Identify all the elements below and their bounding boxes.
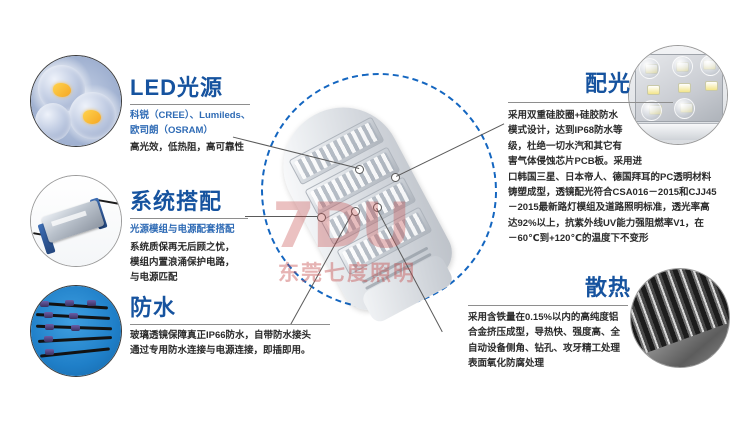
pcb-lens xyxy=(672,55,694,77)
feature-rule-waterproof xyxy=(130,324,330,325)
callout-dot-led-source xyxy=(355,165,364,174)
feature-text-waterproof: 玻璃透镜保障真正IP66防水，自带防水接头 通过专用防水连接与电源连接，即插即用… xyxy=(130,328,311,359)
feature-rule-led-source xyxy=(130,104,250,105)
connector-plug xyxy=(68,313,78,319)
connector-plug xyxy=(86,300,96,307)
feature-title-led-source: LED光源 xyxy=(130,75,224,100)
feature-waterproof: 防水 xyxy=(130,296,176,319)
led-driver-image xyxy=(31,176,121,266)
feature-led-source: LED光源 xyxy=(130,76,223,99)
callout-dot-light-distribution xyxy=(391,173,400,182)
pcb-rail xyxy=(629,123,727,141)
heatsink-image xyxy=(631,269,729,367)
waterproof-connector-photo xyxy=(30,285,122,377)
pcb-lens xyxy=(699,54,721,76)
feature-subtitle-system-match: 光源模组与电源配套搭配 xyxy=(130,224,235,235)
pcb-lens xyxy=(640,99,662,121)
feature-text-system-match: 光源模组与电源配套搭配 系统质保再无后顾之忧， 模组内置浪涌保护电路， 与电源匹… xyxy=(130,220,235,286)
led-pcb-image xyxy=(629,46,727,144)
led-pcb-photo xyxy=(628,45,728,145)
feature-rule-light-distribution xyxy=(508,102,673,103)
led-lens-image xyxy=(31,56,121,146)
connector-plug xyxy=(43,312,53,319)
feature-rule-system-match xyxy=(130,218,248,219)
feature-title-waterproof: 防水 xyxy=(130,295,177,320)
pcb-led-chip xyxy=(705,81,719,92)
feature-text-led-source: 科锐（CREE）、Lumileds、 欧司朗（OSRAM） 高光效，低热阻，高可… xyxy=(130,106,250,156)
feature-light-distribution: 配光 xyxy=(585,72,631,95)
driver-wire xyxy=(97,199,120,206)
led-driver-photo xyxy=(30,175,122,267)
feature-body-led-source: 高光效，低热阻，高可靠性 xyxy=(130,142,245,154)
feature-title-light-distribution: 配光 xyxy=(585,71,632,96)
led-lens-photo xyxy=(30,55,122,147)
feature-text-light-distribution: 采用双重硅胶圈+硅胶防水 模式设计，达到IP68防水等 级，杜绝一切水汽和其它有… xyxy=(508,108,717,246)
street-lamp-illustration xyxy=(232,55,513,355)
lens-shape xyxy=(34,102,71,141)
leader-line-system-match xyxy=(245,216,317,217)
feature-subtitle-led-source: 科锐（CREE）、Lumileds、 欧司朗（OSRAM） xyxy=(130,110,251,136)
callout-dot-waterproof xyxy=(351,207,360,216)
connector-plug xyxy=(65,299,75,306)
pcb-led-chip xyxy=(646,85,660,96)
feature-title-heat-dissipation: 散热 xyxy=(585,275,632,300)
feature-title-system-match: 系统搭配 xyxy=(130,189,223,214)
led-chip xyxy=(83,110,102,124)
feature-body-light-distribution: 采用双重硅胶圈+硅胶防水 模式设计，达到IP68防水等 级，杜绝一切水汽和其它有… xyxy=(508,110,717,244)
callout-dot-system-match xyxy=(317,213,326,222)
connector-plug xyxy=(43,336,53,343)
feature-text-heat-dissipation: 采用含铁量在0.15%以内的高纯度铝 合金挤压成型，导热快、强度高、全 自动设备… xyxy=(468,310,620,372)
pcb-lens xyxy=(638,57,660,79)
connector-plug xyxy=(45,349,55,355)
feature-body-heat-dissipation: 采用含铁量在0.15%以内的高纯度铝 合金挤压成型，导热快、强度高、全 自动设备… xyxy=(468,312,621,370)
pcb-lens xyxy=(674,97,696,119)
heatsink-photo xyxy=(630,268,730,368)
feature-rule-heat-dissipation xyxy=(468,305,628,306)
feature-body-system-match: 系统质保再无后顾之忧， 模组内置浪涌保护电路， 与电源匹配 xyxy=(130,241,235,284)
feature-system-match: 系统搭配 xyxy=(130,190,222,213)
feature-body-waterproof: 玻璃透镜保障真正IP66防水，自带防水接头 通过专用防水连接与电源连接，即插即用… xyxy=(130,330,312,357)
led-chip xyxy=(52,83,71,97)
connector-plug xyxy=(70,324,80,331)
connector-plug xyxy=(40,301,49,308)
connector-plug xyxy=(45,323,55,330)
waterproof-connector-image xyxy=(31,286,121,376)
heatsink-base-plate xyxy=(631,318,729,367)
feature-heat-dissipation: 散热 xyxy=(585,276,631,299)
pcb-led-chip xyxy=(678,83,691,94)
